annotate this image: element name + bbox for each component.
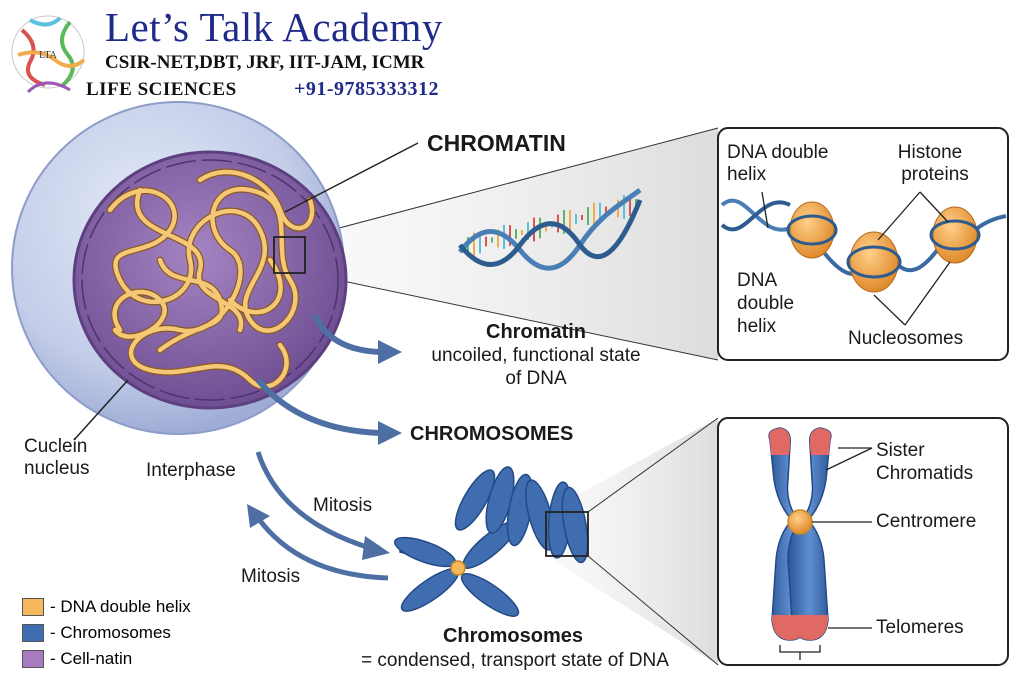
chromatin-tangle bbox=[106, 168, 316, 390]
inset-nucleosomes: Nucleosomes bbox=[848, 328, 964, 349]
legend-swatch-chromosomes bbox=[22, 624, 44, 642]
inset-histone-2: proteins bbox=[901, 164, 969, 185]
mitosis-label-bottom: Mitosis bbox=[241, 566, 301, 587]
inset-sister-2: Chromatids bbox=[876, 463, 974, 484]
chromatin-title: CHROMATIN bbox=[427, 130, 566, 156]
exam-list: CSIR-NET,DBT, JRF, IIT-JAM, ICMR bbox=[105, 52, 425, 73]
chromatin-inset bbox=[717, 127, 1009, 361]
chromatin-description-2: of DNA bbox=[505, 368, 567, 389]
nucleus-label-1: Cuclein bbox=[24, 436, 88, 457]
inset-centromere: Centromere bbox=[876, 511, 977, 532]
cell bbox=[11, 101, 348, 435]
chromatin-description-1: uncoiled, functional state bbox=[431, 345, 641, 366]
chromosomes-description: = condensed, transport state of DNA bbox=[361, 650, 669, 671]
brand-title: Let’s Talk Academy bbox=[105, 4, 443, 50]
mitosis-arrow-forward bbox=[255, 451, 390, 560]
life-sciences-label: LIFE SCIENCES bbox=[86, 79, 237, 100]
legend-label: - DNA double helix bbox=[50, 597, 191, 616]
arrow-to-chromatin bbox=[312, 313, 402, 364]
chromosomes-subtitle: Chromosomes bbox=[442, 625, 584, 647]
chromosome-cluster bbox=[393, 466, 589, 617]
mitosis-label-top: Mitosis bbox=[313, 495, 373, 516]
arrow-to-chromosomes bbox=[255, 378, 402, 445]
chromosomes-title: CHROMOSOMES bbox=[410, 423, 574, 445]
legend-item-chromosomes: - Chromosomes bbox=[22, 622, 171, 644]
logo-text: LTA bbox=[39, 50, 57, 61]
phone-number: +91-9785333312 bbox=[294, 78, 440, 100]
mitosis-arrow-back bbox=[247, 504, 389, 581]
legend-swatch-dna bbox=[22, 598, 44, 616]
academy-logo: LTA bbox=[11, 15, 86, 94]
dna-helix bbox=[457, 187, 643, 271]
chromatin-subtitle: Chromatin bbox=[486, 321, 586, 343]
zoom-box-chromosome bbox=[545, 511, 589, 557]
inset-dna-helix-mid-2: double bbox=[737, 293, 795, 314]
legend-swatch-cellnatin bbox=[22, 650, 44, 668]
inset-dna-helix-top-2: helix bbox=[727, 164, 767, 185]
legend-item-dna: - DNA double helix bbox=[22, 596, 191, 618]
zoom-box-nucleus bbox=[273, 236, 306, 274]
inset-histone-1: Histone bbox=[897, 142, 963, 163]
inset-dna-helix-top-1: DNA double bbox=[727, 142, 829, 163]
legend-label: - Chromosomes bbox=[50, 623, 171, 642]
inset-sister-1: Sister bbox=[876, 440, 925, 461]
inset-dna-helix-mid-3: helix bbox=[737, 316, 777, 337]
zoom-cone-chromosome bbox=[546, 418, 718, 665]
inset-dna-helix-mid-1: DNA bbox=[737, 270, 778, 291]
chromosome-inset bbox=[717, 417, 1009, 666]
legend-label: - Cell-natin bbox=[50, 649, 133, 668]
interphase-label: Interphase bbox=[146, 460, 236, 481]
nucleus-label-2: nucleus bbox=[24, 458, 90, 479]
inset-telomeres: Telomeres bbox=[876, 617, 964, 638]
legend-item-cellnatin: - Cell-natin bbox=[22, 648, 132, 670]
